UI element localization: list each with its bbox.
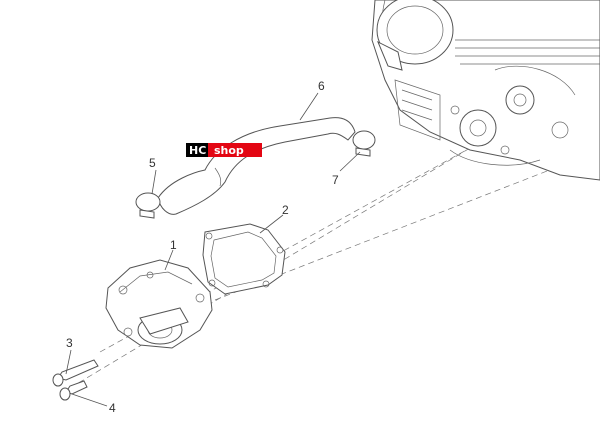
engine-block: [371, 0, 600, 181]
hc-shop-logo: HC shop: [186, 143, 262, 157]
short-bolt: [59, 380, 88, 401]
callout-7: 7: [332, 173, 339, 187]
coolant-hose: [157, 117, 356, 215]
callout-3: 3: [66, 336, 73, 350]
callout-4: 4: [109, 401, 116, 415]
hose-clamp-5: [135, 192, 161, 219]
water-pump-housing: [105, 259, 213, 349]
callout-5: 5: [149, 156, 156, 170]
logo-text-left: HC: [189, 144, 206, 157]
logo-left-box: [186, 143, 208, 157]
hose-clamp-7: [352, 130, 376, 157]
long-bolt: [52, 359, 99, 387]
gasket: [202, 223, 286, 295]
leader-lines: [65, 92, 361, 407]
callout-1: 1: [170, 238, 177, 252]
logo-right-box: [208, 143, 262, 157]
callout-2: 2: [282, 203, 289, 217]
logo-text-right: shop: [214, 144, 244, 157]
callout-6: 6: [318, 79, 325, 93]
